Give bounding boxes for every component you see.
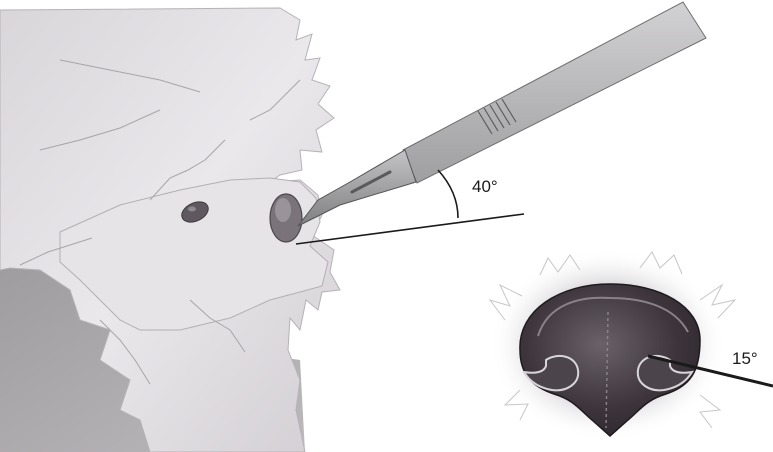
angle-15-label: 15° bbox=[732, 349, 758, 368]
reference-line bbox=[296, 214, 524, 244]
nose-front-view bbox=[490, 249, 735, 441]
nose-side-highlight bbox=[275, 198, 291, 222]
dog-head bbox=[0, 8, 340, 452]
eye-highlight bbox=[188, 207, 196, 212]
scalpel bbox=[298, 2, 706, 226]
angle-arc bbox=[438, 170, 458, 218]
scalpel-handle bbox=[403, 2, 706, 183]
angle-40-label: 40° bbox=[472, 177, 498, 196]
